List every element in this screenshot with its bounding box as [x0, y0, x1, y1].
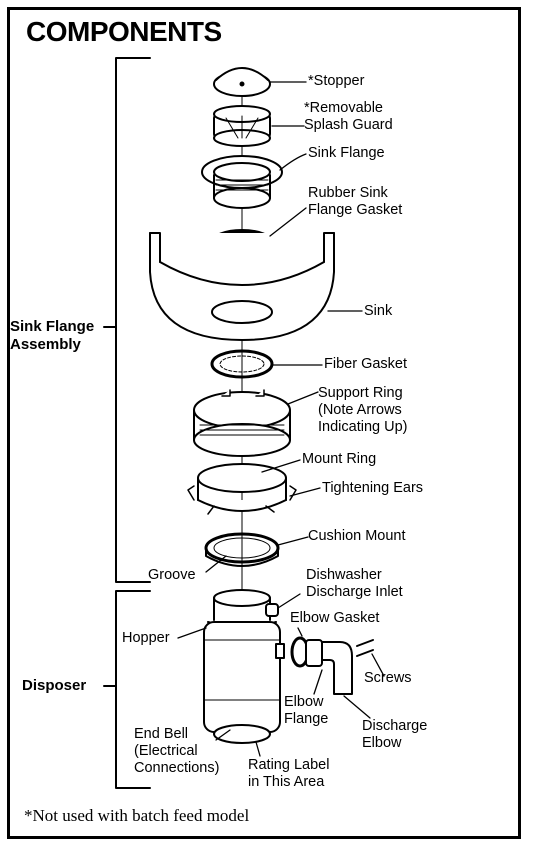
label-end-bell: End Bell (Electrical Connections) — [134, 726, 220, 776]
disposer-bracket — [115, 590, 151, 789]
label-cushion-mount: Cushion Mount — [308, 528, 406, 544]
diagram-frame — [7, 7, 521, 839]
label-support-ring: Support Ring (Note Arrows Indicating Up) — [318, 385, 408, 435]
elbow-gasket-flange — [290, 636, 323, 668]
page-title: COMPONENTS — [26, 16, 222, 47]
label-sink-flange: Sink Flange — [308, 145, 385, 161]
stopper — [213, 67, 271, 97]
screws — [356, 639, 374, 657]
label-discharge-elbow: Discharge Elbow — [362, 718, 428, 751]
label-groove: Groove — [148, 567, 196, 583]
label-elbow-gasket: Elbow Gasket — [290, 610, 380, 626]
label-dishwasher-inlet: Dishwasher Discharge Inlet — [306, 567, 403, 600]
sink — [149, 232, 335, 341]
label-sink: Sink — [364, 303, 393, 319]
sink-flange-assembly-bracket — [115, 57, 151, 583]
label-stopper: *Stopper — [308, 73, 365, 89]
sink-flange — [201, 155, 283, 209]
discharge-elbow — [321, 641, 353, 695]
cushion-mount — [204, 532, 280, 567]
disposer-body — [203, 589, 285, 744]
label-elbow-flange: Elbow Flange — [284, 694, 329, 727]
label-rubber-gasket: Rubber Sink Flange Gasket — [308, 185, 403, 218]
label-tightening-ears: Tightening Ears — [322, 480, 424, 496]
group-label-sink-flange-assembly: Sink Flange Assembly — [10, 318, 95, 353]
label-screws: Screws — [364, 670, 412, 686]
support-ring — [193, 389, 291, 457]
label-splash-guard: *Removable Splash Guard — [304, 100, 393, 133]
splash-guard — [213, 105, 271, 147]
mount-ring — [187, 463, 297, 515]
group-label-disposer: Disposer — [22, 677, 87, 694]
fiber-gasket — [210, 349, 274, 379]
label-hopper: Hopper — [122, 630, 170, 646]
footnote: *Not used with batch feed model — [24, 806, 250, 825]
label-mount-ring: Mount Ring — [302, 451, 377, 467]
label-fiber-gasket: Fiber Gasket — [324, 356, 407, 372]
label-rating-label: Rating Label in This Area — [248, 757, 330, 790]
